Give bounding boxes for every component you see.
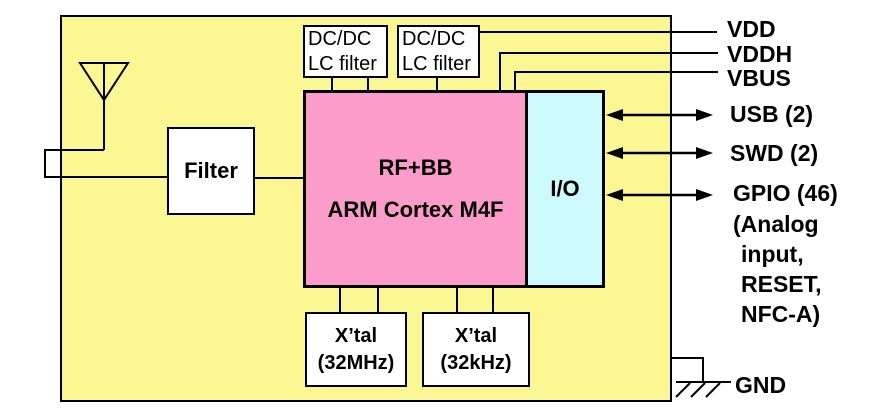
swd-label: SWD (2): [730, 140, 819, 166]
vdd-label: VDD: [727, 16, 776, 42]
filter-block: Filter: [167, 127, 255, 215]
gpio-note-line4: NFC-A): [741, 301, 821, 327]
dcdc-right-line2: LC filter: [402, 52, 471, 75]
xtal-32mhz-line2: (32MHz): [317, 352, 395, 374]
core-line2: ARM Cortex M4F: [327, 197, 504, 222]
filter-label: Filter: [184, 158, 238, 183]
gpio-note-line3: RESET,: [741, 271, 822, 297]
gpio-note-line2: input,: [741, 241, 804, 267]
xtal-32khz-line1: X’tal: [454, 325, 498, 347]
core-block: RF+BB ARM Cortex M4F: [303, 90, 528, 288]
dcdc-left-block: DC/DC LC filter: [303, 25, 388, 78]
vddh-label: VDDH: [727, 41, 793, 67]
xtal-32mhz-line1: X’tal: [334, 325, 378, 347]
gpio-note: (Analog input, RESET, NFC-A): [733, 209, 822, 329]
xtal-32mhz-block: X’tal (32MHz): [305, 312, 407, 387]
xtal-32khz-block: X’tal (32kHz): [422, 312, 530, 387]
gpio-label: GPIO (46): [733, 180, 838, 206]
dcdc-left-line2: LC filter: [308, 52, 377, 75]
xtal-32khz-line2: (32kHz): [440, 352, 512, 374]
core-line1: RF+BB: [378, 155, 453, 180]
usb-label: USB (2): [730, 101, 814, 127]
dcdc-right-block: DC/DC LC filter: [397, 25, 480, 78]
dcdc-right-line1: DC/DC: [402, 27, 466, 50]
gnd-label: GND: [735, 372, 787, 398]
vbus-label: VBUS: [727, 65, 791, 91]
dcdc-left-line1: DC/DC: [308, 27, 372, 50]
io-label: I/O: [550, 176, 580, 201]
ground-icon: [672, 357, 731, 398]
gpio-note-line1: (Analog: [733, 211, 819, 237]
io-block: I/O: [525, 90, 605, 288]
